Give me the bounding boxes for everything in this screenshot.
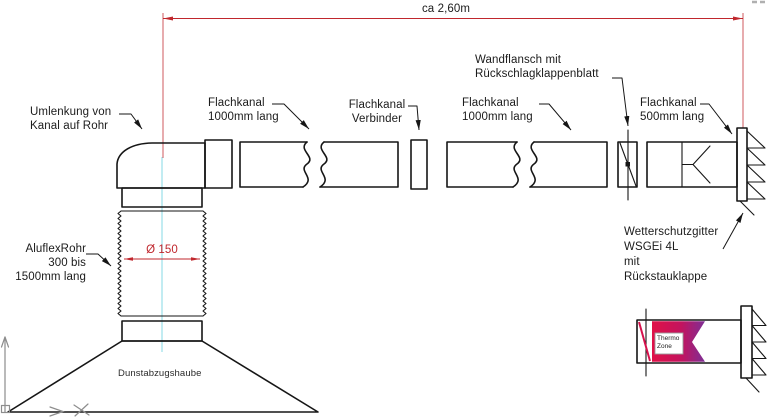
round-adapter — [121, 187, 203, 208]
elbow-fitting — [116, 139, 233, 208]
duct-connector — [410, 139, 428, 190]
leader-lines — [86, 77, 744, 267]
cooker-hood — [7, 320, 319, 413]
backdraft-flap-symbol — [692, 145, 711, 184]
label-flachkanal-2: Flachkanal 1000mm lang — [462, 97, 533, 123]
label-flachkanal-3: Flachkanal 500mm lang — [640, 97, 705, 123]
label-wandflansch: Wandflansch mit Rückschlagklappenblatt — [475, 54, 599, 80]
flap-blade-red — [638, 321, 651, 362]
flat-duct-3 — [646, 141, 738, 188]
exterior-wall-flange — [736, 127, 766, 216]
label-umlenkung: Umlenkung von Kanal auf Rohr — [30, 106, 112, 132]
overall-dimension — [162, 13, 744, 158]
elbow-sleeve — [204, 139, 233, 189]
diameter-dimension — [124, 257, 200, 261]
label-diameter: Ø 150 — [146, 244, 178, 256]
dim-arrow-right — [733, 16, 743, 21]
flat-duct-1 — [239, 141, 399, 188]
ucs-axis-icon — [0, 336, 90, 417]
flex-pipe-right-edge — [202, 210, 207, 317]
label-wetterschutzgitter: Wetterschutzgitter WSGEi 4L mit Rückstau… — [624, 226, 719, 283]
label-aluflex: AluflexRohr 300 bis 1500mm lang — [15, 243, 86, 283]
label-flachkanal-1: Flachkanal 1000mm lang — [208, 97, 279, 123]
thermo-label-box — [654, 332, 684, 355]
hood-body — [7, 340, 319, 413]
weather-grille-detail — [636, 305, 767, 393]
flex-pipe-left-edge — [117, 210, 122, 317]
label-verbinder: Flachkanal Verbinder — [348, 99, 406, 125]
detail-flange — [740, 305, 753, 379]
detail-wall-hatch — [751, 308, 767, 376]
aluflex-pipe — [117, 210, 207, 317]
label-hood: Dunstabzugshaube — [118, 368, 202, 379]
label-thermo-zone: Thermo Zone — [657, 335, 680, 350]
dim-arrow-left — [163, 16, 173, 21]
flat-duct-2 — [446, 141, 608, 188]
wall-flange-valve — [617, 129, 638, 201]
wall-hatch — [746, 130, 766, 200]
dimension-text: ca 2,60m — [421, 3, 471, 15]
